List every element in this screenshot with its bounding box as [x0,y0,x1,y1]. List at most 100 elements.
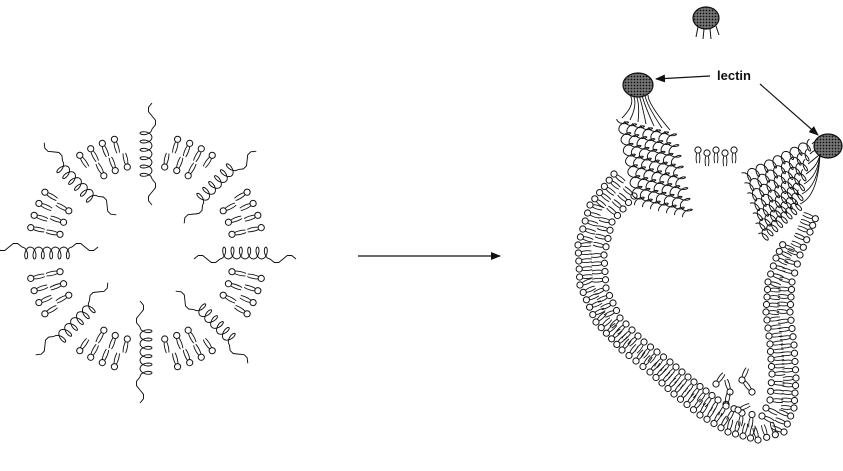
lipid-molecule [247,225,264,232]
lipid-molecule [779,277,795,285]
lipid-molecule [183,140,193,157]
lipid-molecule [595,234,611,241]
lipid-molecule [56,292,72,303]
lipid-molecule [587,202,603,210]
lipid-molecule [767,341,783,347]
lipid-molecule [234,305,250,316]
lipid-molecule [794,233,810,243]
lipid-molecule [768,388,784,394]
lipid-molecule [576,266,592,272]
lipid-molecule [203,338,215,353]
free-lectin-particle [693,7,719,39]
lipid-molecule [592,268,608,274]
lipid-molecule [722,150,728,166]
lipid-molecule [46,230,63,237]
lipid-molecule [173,136,181,153]
lipid-molecule [769,371,785,377]
lipid-molecule [50,281,67,290]
membrane-helices [0,103,296,403]
lipid-molecule [782,358,798,364]
lipid-molecule [791,241,807,251]
lipid-molecule [123,336,130,353]
lipid-molecule [194,344,205,360]
lipid-molecule [162,153,169,170]
lipid-molecule [582,218,598,226]
lipid-molecule [96,163,107,179]
lipid-molecule [220,203,236,214]
lipid-molecule [633,350,645,364]
lipid-molecule [42,189,58,200]
lipid-molecule [77,338,89,353]
lipid-molecule [234,189,250,200]
lipid-molecule [753,427,761,443]
lipid-molecule [607,206,621,219]
lipid-molecule [762,424,770,440]
lipid-molecule [599,218,615,225]
lipid-molecule [174,332,183,349]
lectin-bound-helices [617,95,820,240]
lipid-molecule [598,318,612,331]
lipid-molecule [240,200,256,210]
lipid-molecule [229,230,246,237]
lipid-molecule [725,419,733,435]
lectin-pointer-right [760,84,818,135]
lipid-molecule [247,274,264,281]
lipid-molecule [778,294,794,300]
lipid-molecule [109,332,118,349]
lipid-molecule [782,382,798,388]
lipid-molecule [609,329,623,342]
lipid-molecule [109,157,118,174]
lipid-molecule [713,373,725,387]
lipid-molecule [768,363,784,369]
lipid-molecule [88,344,99,360]
lipid-molecule [244,285,261,294]
lipid-molecule [88,146,99,162]
lipid-molecule [759,413,774,423]
lectin-pointer-left [656,76,710,79]
lipid-molecule [244,212,261,221]
lipid-molecule [111,136,119,153]
lipid-molecule [743,381,755,395]
lipid-molecule [749,411,755,427]
lipid-molecule [36,295,52,305]
lipid-molecule [575,242,591,248]
lipid-molecule [766,333,782,339]
lipid-molecule [763,301,779,307]
lipid-molecule [767,348,783,354]
lipid-molecule [42,305,58,316]
lectin-particle-left [623,73,653,97]
lipid-molecule [194,146,205,162]
lipid-molecule [203,152,215,167]
lipid-molecule [779,325,795,331]
lipid-molecule [577,234,593,242]
lipid-molecule [580,226,596,234]
lipid-molecule [614,335,628,348]
lipid-molecule [765,325,781,331]
lipid-molecule [591,260,607,266]
lectin-particle-right [814,134,842,158]
lipid-molecule [593,242,609,249]
lipid-molecule [784,259,800,267]
lipid-molecule [713,147,719,163]
lipid-molecule [240,295,256,305]
helix-peptide [194,247,296,263]
lipid-molecule [781,350,797,356]
lipid-molecule [778,410,794,419]
lipid-molecule [739,368,749,383]
lipid-molecule [28,225,45,232]
lipid-molecule [173,353,181,370]
lipid-molecule [731,147,737,163]
lipid-molecule [768,380,784,386]
lipid-molecule [111,353,119,370]
lipid-molecule [768,271,784,279]
lipid-molecule [695,147,701,163]
lipid-molecule [764,317,780,323]
lipid-molecule [764,294,780,300]
lipid-molecule [99,140,109,157]
lipid-molecule [597,226,613,233]
lipid-molecule [778,317,794,323]
lipid-molecule [725,379,733,395]
lipid-molecule [225,216,242,225]
